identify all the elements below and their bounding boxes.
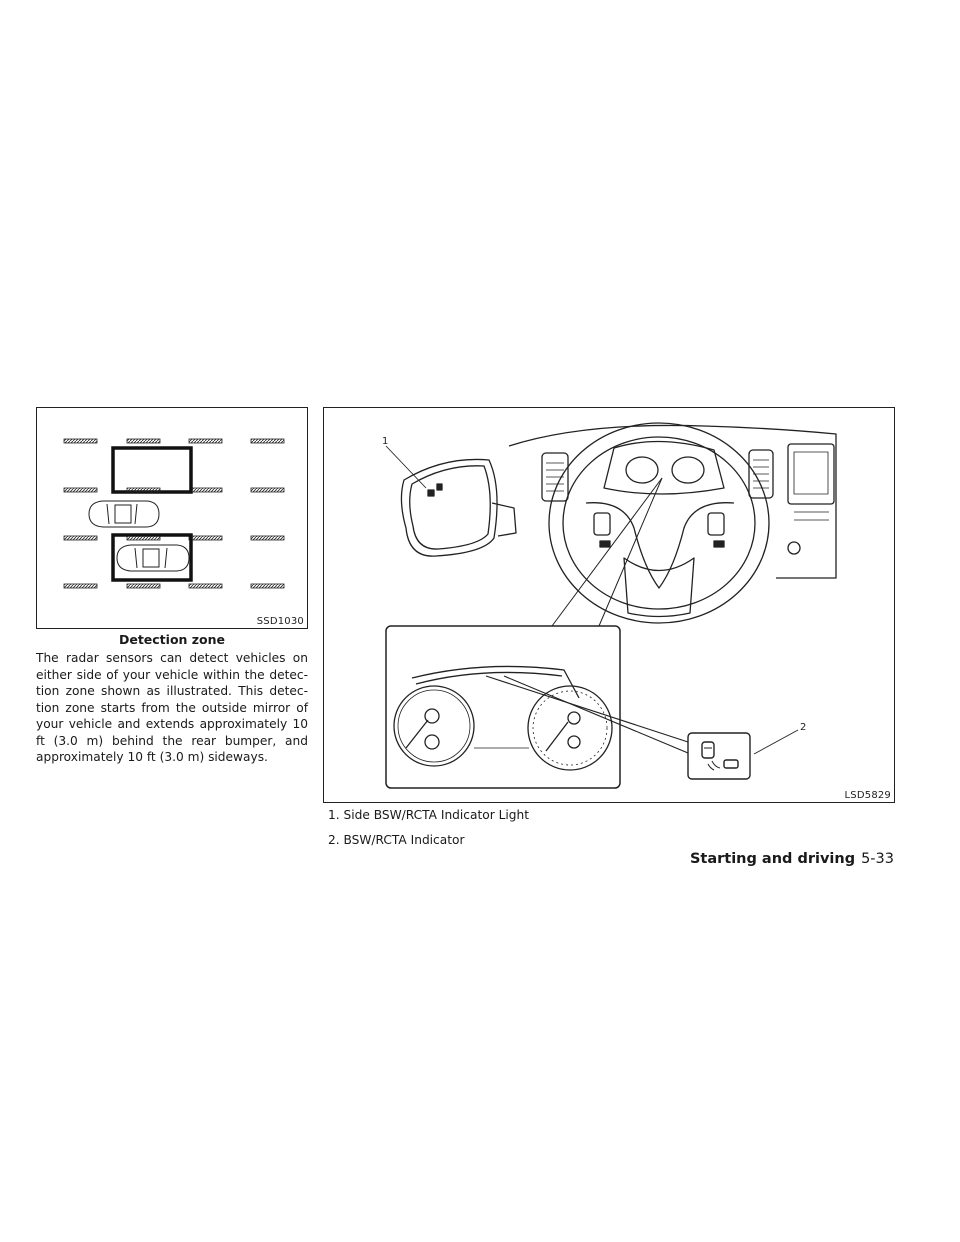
figure-code: LSD5829 xyxy=(844,790,891,801)
callout-1: 1 xyxy=(382,436,388,447)
steering-wheel xyxy=(548,422,770,624)
detection-zone-figure: SSD1030 xyxy=(36,407,308,629)
other-vehicle xyxy=(88,500,160,528)
bsw-indicator-inset xyxy=(687,732,751,780)
side-mirror xyxy=(400,458,517,557)
legend-item-1: 1. Side BSW/RCTA Indicator Light xyxy=(328,808,529,822)
dashboard-illustration: 1 2 xyxy=(382,422,837,789)
figure-caption: Detection zone xyxy=(118,632,226,647)
left-vent xyxy=(541,452,569,502)
detection-zone-lower xyxy=(111,533,193,582)
callout-2: 2 xyxy=(800,722,806,733)
right-vent xyxy=(748,449,774,499)
detection-zone-illustration xyxy=(63,438,285,589)
indicator-location-figure: 1 2 LSD5829 xyxy=(323,407,895,803)
footer-section-title: Starting and driving xyxy=(689,851,856,867)
bsw-indicator-icon xyxy=(701,741,739,771)
own-vehicle xyxy=(116,544,190,572)
body-paragraph: The radar sensors can detect vehicles on… xyxy=(36,651,308,764)
dashboard-outline xyxy=(508,424,837,579)
legend-item-2: 2. BSW/RCTA Indicator xyxy=(328,833,465,847)
cluster-inset xyxy=(385,625,621,789)
figure-code: SSD1030 xyxy=(256,616,304,627)
center-display xyxy=(787,443,835,505)
detection-zone-upper xyxy=(111,446,193,494)
instrument-cluster xyxy=(393,665,613,771)
page-footer: Starting and driving 5-33 xyxy=(690,851,894,867)
footer-page-number: 5-33 xyxy=(861,851,894,867)
